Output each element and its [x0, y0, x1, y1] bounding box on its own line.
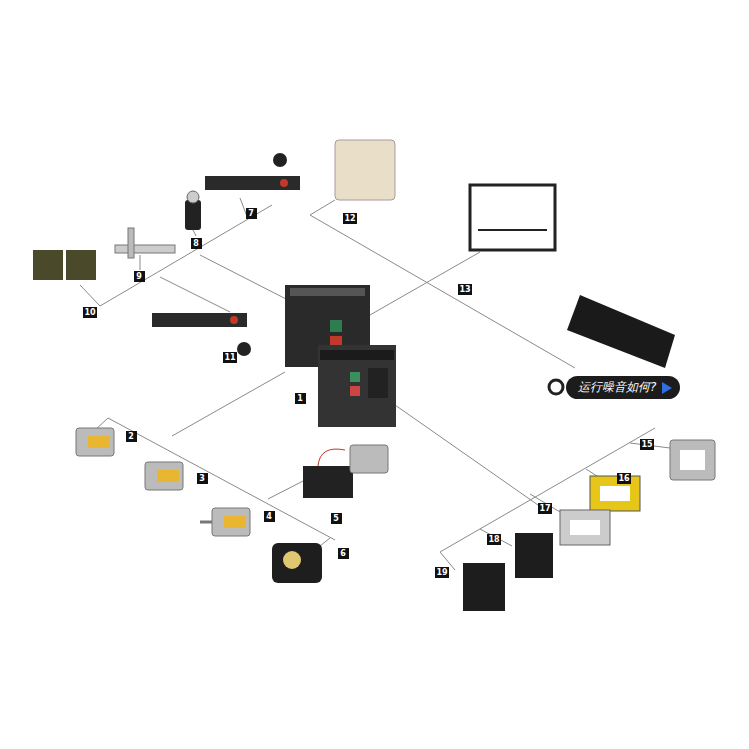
- play-icon: [662, 382, 672, 394]
- video-caption-pill: 运行噪音如何?: [566, 376, 680, 399]
- callout-number: 16: [617, 473, 630, 484]
- callout-number: 13: [458, 284, 471, 295]
- callout-number: 18: [487, 534, 500, 545]
- callout-number: 2: [126, 431, 137, 442]
- callout-number: 3: [197, 473, 208, 484]
- callout-number: 8: [191, 238, 202, 249]
- callout-number: 9: [134, 271, 145, 282]
- caption-text: 运行噪音如何?: [578, 380, 656, 394]
- breaker: [285, 285, 396, 427]
- callout-number: 17: [538, 503, 551, 514]
- callout-number: 15: [640, 439, 653, 450]
- leader-lines: [80, 198, 670, 570]
- callout-number: 1: [295, 393, 306, 404]
- callout-number: 10: [83, 307, 96, 318]
- callout-number: 19: [435, 567, 448, 578]
- callout-number: 5: [331, 513, 342, 524]
- accessories: [33, 140, 715, 611]
- callout-number: 7: [246, 208, 257, 219]
- callout-number: 4: [264, 511, 275, 522]
- callout-number: 12: [343, 213, 356, 224]
- callout-number: 6: [338, 548, 349, 559]
- callout-number: 11: [223, 352, 236, 363]
